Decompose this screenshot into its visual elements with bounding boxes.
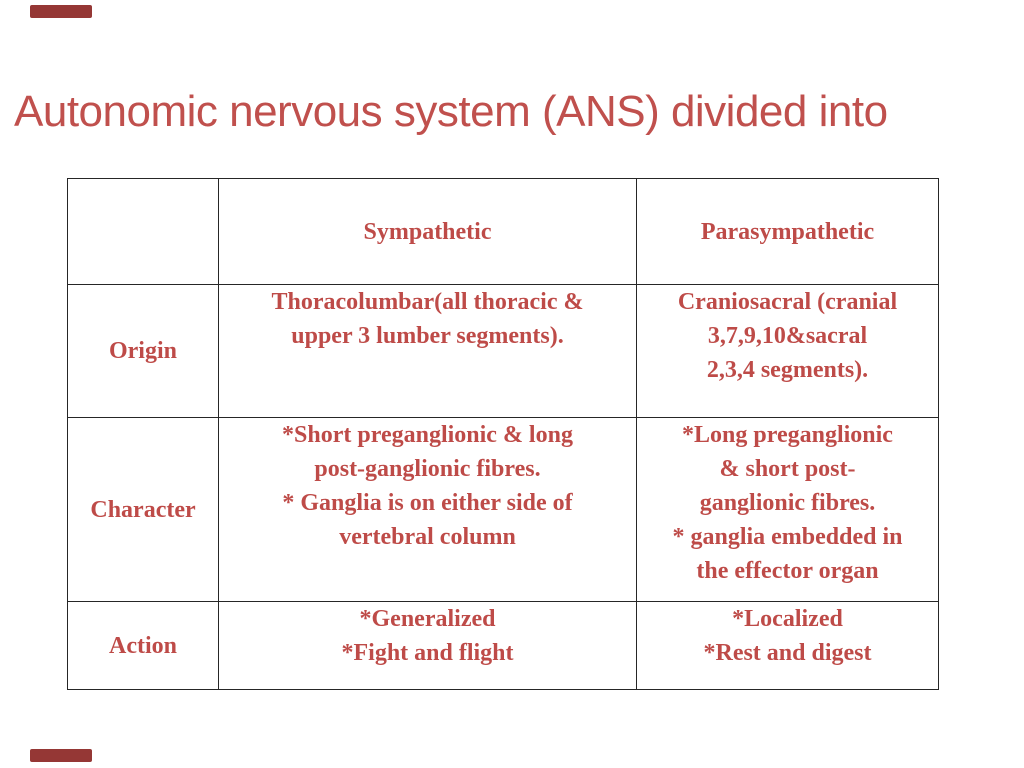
ans-comparison-table: Sympathetic Parasympathetic Origin Thora… — [67, 178, 939, 690]
table-row-action: Action *Generalized *Fight and flight *L… — [67, 601, 939, 690]
table-header-row: Sympathetic Parasympathetic — [67, 178, 939, 285]
cell-character-parasympathetic: *Long preganglionic & short post- gangli… — [636, 417, 939, 602]
cell-character-sympathetic: *Short preganglionic & long post-ganglio… — [218, 417, 637, 602]
header-cell-sympathetic: Sympathetic — [218, 178, 637, 285]
corner-accent-top — [30, 5, 92, 18]
header-cell-parasympathetic: Parasympathetic — [636, 178, 939, 285]
cell-origin-parasympathetic: Craniosacral (cranial 3,7,9,10&sacral 2,… — [636, 284, 939, 418]
row-label-character: Character — [67, 417, 219, 602]
table-row-origin: Origin Thoracolumbar(all thoracic & uppe… — [67, 284, 939, 418]
cell-origin-sympathetic: Thoracolumbar(all thoracic & upper 3 lum… — [218, 284, 637, 418]
header-cell-blank — [67, 178, 219, 285]
table-row-character: Character *Short preganglionic & long po… — [67, 417, 939, 602]
corner-accent-bottom — [30, 749, 92, 762]
slide-title: Autonomic nervous system (ANS) divided i… — [14, 87, 888, 137]
row-label-origin: Origin — [67, 284, 219, 418]
cell-action-sympathetic: *Generalized *Fight and flight — [218, 601, 637, 690]
row-label-action: Action — [67, 601, 219, 690]
cell-action-parasympathetic: *Localized *Rest and digest — [636, 601, 939, 690]
